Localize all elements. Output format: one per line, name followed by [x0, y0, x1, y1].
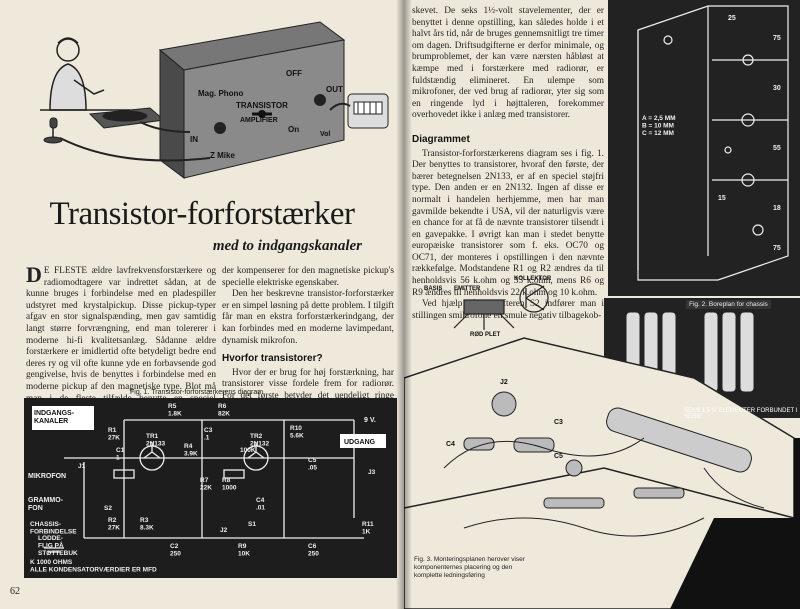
book-gutter — [396, 0, 412, 609]
drop-cap: D — [26, 262, 42, 287]
hero-label-off: OFF — [286, 69, 302, 78]
chassis-dim: 18 — [773, 205, 781, 212]
figure-1-caption: Fig. 1. Transistor-forforstærkerens diag… — [130, 389, 264, 396]
paragraph: Ved hjælp af omskifteren S2 indfører man… — [412, 299, 604, 321]
paragraph: skevet. De seks 1½-volt stavelementer, d… — [412, 6, 604, 121]
hero-label-mag-phono: Mag. Phono — [198, 89, 243, 98]
paragraph: Den her beskrevne transistor-forforstærk… — [222, 289, 394, 346]
radio — [347, 93, 389, 129]
chassis-dim: 15 — [718, 195, 726, 202]
section-heading: Hvorfor transistorer? — [222, 353, 323, 365]
hero-label-transistor: TRANSISTOR — [236, 101, 288, 110]
chassis-dim: 30 — [773, 85, 781, 92]
chassis-dim: 75 — [773, 245, 781, 252]
schematic-label-output: UDGANG — [344, 439, 376, 446]
schematic-diagram: INDGANGS-KANALER UDGANG 9 V. MIKROFON GR… — [24, 398, 397, 578]
schematic-label-voltage: 9 V. — [364, 417, 376, 424]
chassis-dim: 75 — [773, 35, 781, 42]
paragraph: Transistor-forforstærkerens diagram ses … — [412, 148, 604, 298]
assembly-illustration: BASIS EMITTER KOLLEKTOR RØD PLET — [404, 276, 800, 609]
assembly-label-c4: C4 — [446, 441, 455, 448]
transistor-label-emitter: EMITTER — [454, 286, 481, 292]
left-page: Mag. Phono OFF TRANSISTOR AMPLIFIER IN Z… — [0, 0, 404, 609]
schematic-label-pot: 100K — [240, 447, 256, 454]
schematic-label-j3: J3 — [368, 469, 376, 476]
schematic-label-grammofon: GRAMMO-FON — [28, 497, 64, 512]
left-column-1-text: E FLESTE ældre lavfrekvensforstærkere og… — [26, 266, 216, 416]
right-column: skevet. De seks 1½-volt stavelementer, d… — [412, 6, 604, 322]
right-page: skevet. De seks 1½-volt stavelementer, d… — [404, 0, 800, 609]
schematic-label-c3: C3.1 — [204, 427, 213, 442]
hero-label-out: OUT — [326, 85, 343, 94]
figure-2-caption: Fig. 2. Boreplan for chassis — [686, 300, 771, 309]
assembly-label-c3: C3 — [554, 419, 563, 426]
battery-caption: SEKS 1,5 V. ELEMENTER FORBUNDET I SERIE — [684, 408, 798, 420]
chassis-dim: 25 — [728, 15, 736, 22]
hero-label-on: On — [288, 125, 299, 134]
schematic-label-s1: S1 — [248, 521, 256, 528]
schematic-label-s2: S2 — [104, 505, 112, 512]
hero-label-amplifier: AMPLIFIER — [240, 117, 278, 124]
turntable — [88, 107, 166, 129]
transistor-label-basis: BASIS — [424, 286, 442, 292]
page-number: 62 — [10, 586, 20, 597]
schematic-label-mikrofon: MIKROFON — [28, 473, 66, 480]
section-heading: Diagrammet — [412, 133, 470, 145]
cable — [139, 121, 191, 133]
cable — [59, 137, 211, 162]
amplifier-box — [158, 21, 346, 179]
assembly-label-c5: C5 — [554, 453, 563, 460]
paragraph: der kompenserer for den magnetiske picku… — [222, 266, 394, 288]
hero-label-z-mike: Z Mike — [210, 151, 235, 160]
chassis-dim: 55 — [773, 145, 781, 152]
schematic-label-j2: J2 — [220, 527, 228, 534]
transistor-label-kollektor: KOLLEKTOR — [514, 276, 552, 282]
schematic-label-j1: J1 — [78, 463, 86, 470]
article-title: Transistor-forforstærker — [49, 196, 355, 232]
schematic-label-c4: C4.01 — [256, 497, 265, 512]
article-subtitle: med to indgangskanaler — [212, 238, 362, 254]
schematic-label-chassis: CHASSIS-FORBINDELSE — [30, 521, 77, 536]
hero-illustration: Mag. Phono OFF TRANSISTOR AMPLIFIER IN Z… — [40, 21, 389, 179]
microphone-icon — [43, 117, 63, 144]
schematic-label-input: INDGANGS-KANALER — [34, 410, 75, 425]
man-figure — [40, 37, 130, 111]
cable — [329, 102, 351, 111]
figure-3-caption: Fig. 3. Monteringsplanen herover viser k… — [414, 556, 525, 579]
schematic-label-c5: C5.05 — [308, 457, 317, 472]
hero-label-vol: Vol — [320, 131, 330, 138]
transistor-pinout — [453, 283, 549, 330]
hero-label-in: IN — [190, 135, 198, 144]
assembly-label-j2: J2 — [500, 379, 508, 386]
transistor-label-rod-plet: RØD PLET — [470, 332, 501, 338]
chassis-assembly — [404, 337, 800, 609]
